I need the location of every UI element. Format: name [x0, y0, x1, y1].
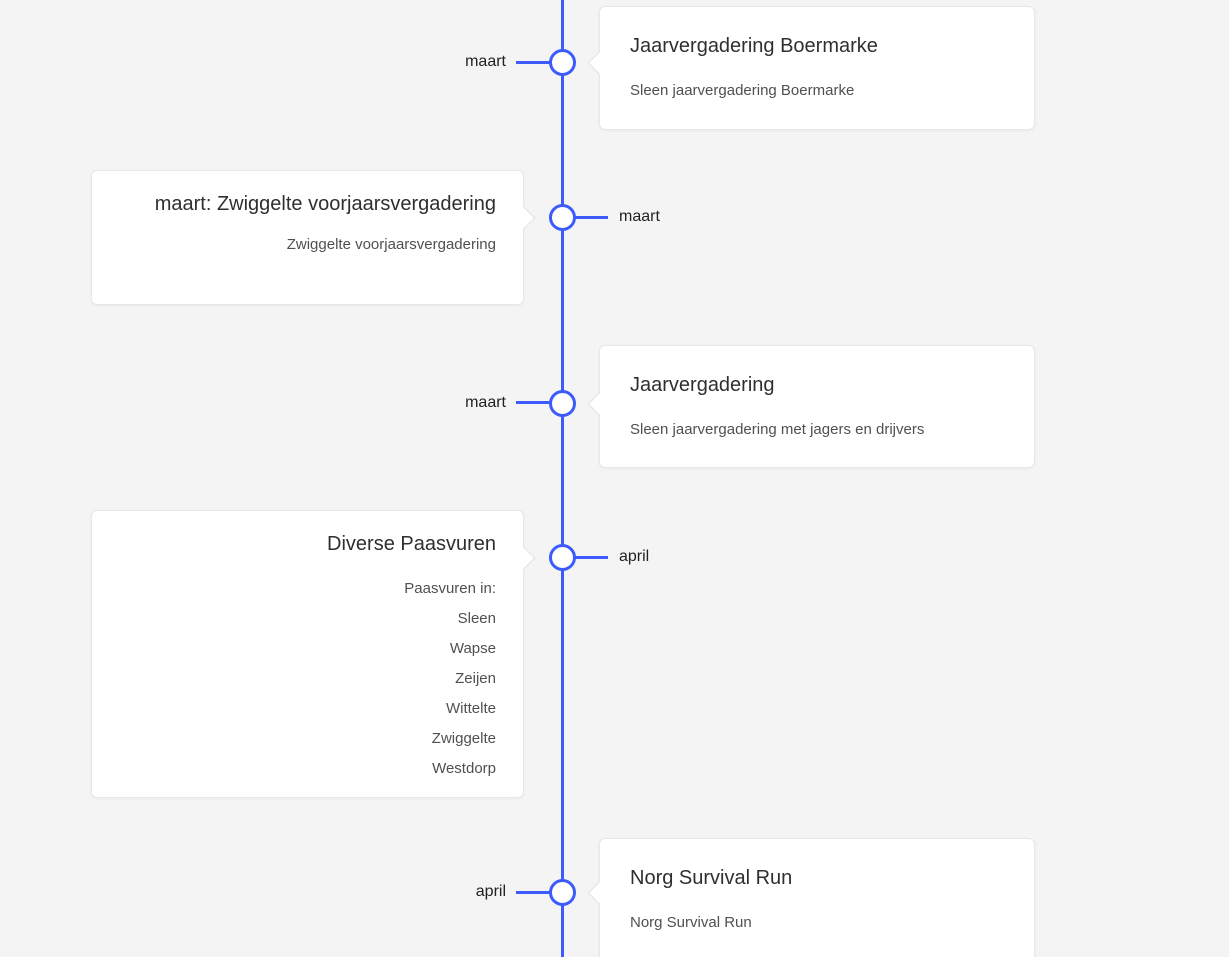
month-label: april — [619, 548, 650, 565]
timeline-marker — [549, 544, 576, 571]
marker-connector — [516, 61, 551, 64]
month-label: maart — [619, 208, 660, 225]
month-label: maart — [465, 394, 506, 411]
month-label: april — [475, 883, 506, 900]
event-card: Jaarvergadering Boermarke Sleen jaarverg… — [587, 6, 1035, 130]
event-description: Sleen jaarvergadering met jagers en drij… — [630, 421, 925, 438]
marker-connector — [574, 556, 608, 559]
event-description: Sleen jaarvergadering Boermarke — [630, 82, 855, 99]
event-description: Norg Survival Run — [630, 914, 752, 931]
event-card: maart: Zwiggelte voorjaarsvergadering Zw… — [91, 170, 536, 305]
event-description: Zwiggelte voorjaarsvergadering — [286, 236, 496, 253]
event-description: Paasvuren in: Sleen Wapse Zeijen Wittelt… — [404, 580, 496, 777]
event-title: Norg Survival Run — [630, 867, 793, 889]
timeline-marker — [549, 390, 576, 417]
event-card: Jaarvergadering Sleen jaarvergadering me… — [587, 345, 1035, 468]
event-card: Norg Survival Run Norg Survival Run — [587, 838, 1035, 957]
event-title: maart: Zwiggelte voorjaarsvergadering — [154, 193, 496, 215]
timeline-marker — [549, 204, 576, 231]
event-card: Diverse Paasvuren Paasvuren in: Sleen Wa… — [91, 510, 536, 798]
timeline-marker — [549, 879, 576, 906]
event-title: Diverse Paasvuren — [327, 533, 496, 555]
card-pointer — [587, 392, 611, 416]
timeline-marker — [549, 49, 576, 76]
month-label: maart — [465, 53, 506, 70]
marker-connector — [516, 891, 551, 894]
event-title: Jaarvergadering — [630, 374, 775, 396]
event-title: Jaarvergadering Boermarke — [630, 35, 878, 57]
card-pointer — [587, 51, 611, 75]
card-pointer — [512, 546, 536, 570]
card-pointer — [587, 881, 611, 905]
marker-connector — [516, 401, 551, 404]
marker-connector — [574, 216, 608, 219]
card-pointer — [512, 206, 536, 230]
timeline-line — [561, 0, 564, 957]
